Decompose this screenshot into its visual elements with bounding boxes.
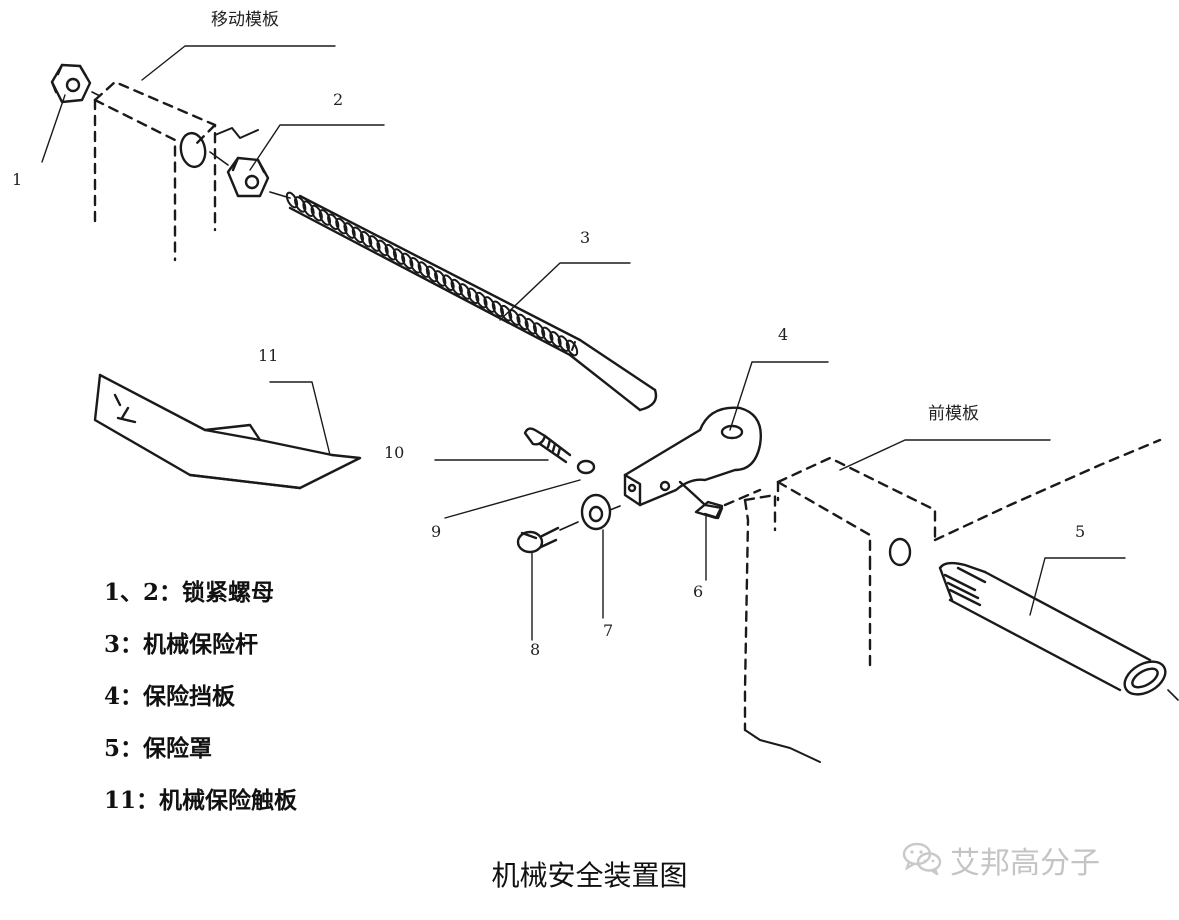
legend-item: 11：机械保险触板 [104, 787, 298, 814]
pin-6 [694, 500, 724, 520]
callout-6: 6 [693, 582, 704, 601]
screw-8 [516, 521, 579, 554]
washer-7 [580, 493, 621, 531]
moving-plate-outline [93, 80, 217, 262]
figure-caption: 机械安全装置图 [491, 859, 688, 892]
callout-3: 3 [580, 228, 591, 247]
parts-legend: 1、2：锁紧螺母 3：机械保险杆 4：保险挡板 5：保险罩 11：机械保险触板 [104, 578, 297, 838]
mechanical-safety-rod [269, 191, 658, 412]
moving-plate-hole [179, 131, 207, 169]
leader-lines [41, 45, 1126, 641]
legend-item: 3：机械保险杆 [104, 631, 259, 658]
callout-7: 7 [603, 621, 614, 640]
rod-thread [565, 339, 579, 357]
callout-4: 4 [778, 325, 789, 344]
moving-plate-label: 移动模板 [211, 10, 279, 30]
lock-nut-2 [226, 156, 270, 198]
safety-guard [938, 561, 1179, 701]
front-plate-hole [888, 537, 912, 567]
legend-item: 1、2：锁紧螺母 [104, 579, 275, 606]
callout-9: 9 [431, 522, 442, 541]
front-plate-outline [723, 438, 1162, 732]
safety-touch-plate [93, 373, 362, 490]
lock-nut-1 [50, 63, 92, 104]
front-plate-label: 前模板 [928, 404, 979, 424]
wechat-icon [902, 841, 942, 879]
legend-item: 4：保险挡板 [104, 683, 236, 710]
safety-stop-plate [623, 406, 762, 520]
callout-2: 2 [333, 90, 344, 109]
callout-10: 10 [384, 443, 405, 462]
watermark-text: 艾邦高分子 [950, 846, 1100, 881]
callout-8: 8 [530, 640, 541, 659]
callout-11: 11 [258, 346, 279, 365]
callout-1: 1 [12, 170, 23, 189]
screw-10 [523, 427, 596, 475]
callout-5: 5 [1075, 522, 1086, 541]
watermark: 艾邦高分子 [902, 838, 1100, 882]
legend-item: 5：保险罩 [104, 735, 213, 762]
